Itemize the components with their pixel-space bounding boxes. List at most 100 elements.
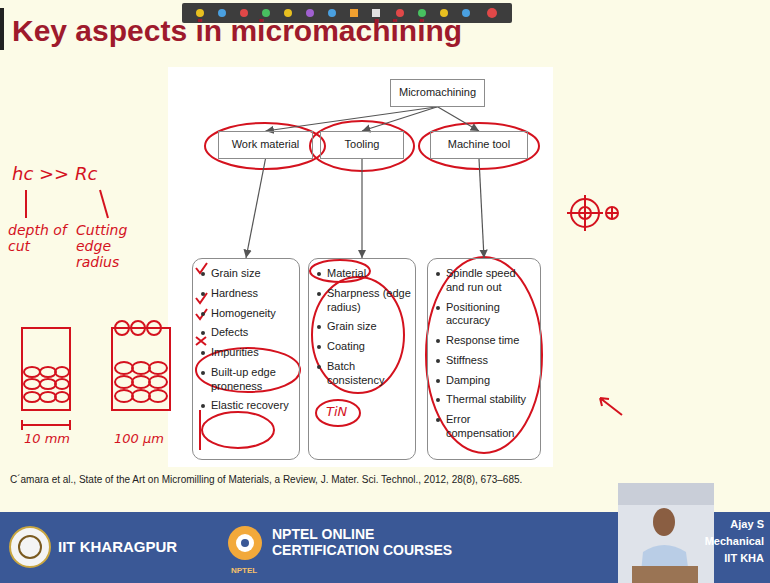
department: Mechanical	[705, 535, 764, 548]
red-annotation	[199, 410, 201, 450]
list-item: Elastic recovery	[211, 399, 295, 413]
handwritten-note: TiN	[326, 405, 347, 420]
box-label: Machine tool	[439, 138, 519, 152]
annotation-arrows	[25, 190, 27, 218]
tool-symbol	[606, 207, 618, 219]
grain-sketch	[115, 362, 133, 374]
red-annotation	[196, 263, 207, 273]
list-item: Homogeneity	[211, 307, 295, 321]
grain-sketch	[149, 390, 167, 402]
list-item: Built-up edge proneness	[211, 366, 295, 394]
diagram-panel	[168, 67, 553, 467]
connector-arrow	[361, 159, 362, 258]
grain-sketch	[149, 376, 167, 388]
list-item: Response time	[446, 334, 536, 348]
grain-sketch	[115, 376, 133, 388]
grain-sketch	[24, 379, 40, 389]
presenter-video	[618, 483, 714, 583]
grain-sketch	[24, 392, 40, 402]
tool-symbol	[567, 195, 603, 231]
list-item: Error compensation	[446, 413, 536, 441]
grain-sketch	[55, 367, 69, 377]
toolbar	[487, 8, 497, 18]
presenter-name: Ajay S	[730, 518, 764, 531]
nptel-logo	[228, 526, 262, 560]
connector-arrow	[438, 107, 479, 131]
grain-sketch	[22, 321, 170, 430]
attribute-list-box: Spindle speed and run outPositioning acc…	[427, 258, 541, 460]
grain-sketch	[112, 328, 170, 410]
list-item: Impurities	[211, 346, 295, 360]
category-box: Tooling	[320, 131, 404, 159]
institute-name: IIT KHARAGPUR	[58, 538, 177, 555]
grain-sketch	[22, 420, 70, 430]
box-label: Micromachining	[399, 86, 476, 100]
list-item: Grain size	[327, 320, 411, 334]
presenter-video	[653, 508, 675, 536]
list-item: Material	[327, 267, 411, 281]
grain-sketch	[24, 367, 40, 377]
list-item: Grain size	[211, 267, 295, 281]
grain-sketch	[22, 328, 70, 410]
connector-arrow	[479, 159, 484, 258]
red-annotation	[426, 257, 542, 453]
iit-logo	[10, 527, 50, 567]
logo-text: NPTEL	[231, 566, 257, 575]
grain-sketch	[132, 390, 150, 402]
grain-sketch	[40, 379, 56, 389]
diagram-panel	[168, 67, 553, 467]
grain-sketch	[131, 321, 145, 335]
category-box: Machine tool	[430, 131, 528, 159]
connector-arrow	[362, 107, 438, 131]
list-item: Hardness	[211, 287, 295, 301]
presenter-video	[632, 566, 698, 583]
course-banner: NPTEL ONLINE CERTIFICATION COURSES	[272, 526, 462, 558]
attribute-list-box: Grain sizeHardnessHomogeneityDefectsImpu…	[192, 258, 300, 460]
formula-note: hc >> Rc	[12, 164, 97, 185]
annotation-arrows	[100, 190, 108, 218]
category-box: Work material	[218, 131, 313, 159]
list-item: Coating	[327, 340, 411, 354]
presenter-video	[618, 483, 714, 505]
red-annotation	[196, 121, 542, 453]
list-item: Thermal stability	[446, 393, 536, 407]
nptel-logo	[236, 534, 254, 552]
red-annotation	[202, 412, 274, 448]
list-item: Sharpness (edge radius)	[327, 287, 411, 315]
list-item: Batch consistency	[327, 360, 411, 388]
toolbar	[462, 9, 470, 17]
list-item: Defects	[211, 326, 295, 340]
box-label: Tooling	[329, 138, 395, 152]
handwritten-note: Cutting edge radius	[76, 222, 154, 270]
grain-sketch	[147, 321, 161, 335]
left-bracket	[0, 8, 4, 50]
handwritten-note: depth of cut	[8, 222, 70, 254]
list-item: Positioning accuracy	[446, 301, 536, 329]
attribute-list-box: MaterialSharpness (edge radius) Grain siz…	[308, 258, 416, 460]
grain-sketch	[132, 376, 150, 388]
connector-arrow	[266, 107, 438, 131]
annotation-arrows	[26, 190, 622, 415]
list-item: Damping	[446, 374, 536, 388]
institute-name: IIT KHA	[724, 552, 764, 565]
tool-symbol	[606, 207, 618, 219]
citation: C´amara et al., State of the Art on Micr…	[10, 474, 522, 485]
annotation-arrows	[600, 398, 622, 415]
nptel-logo	[228, 526, 262, 560]
nptel-logo	[241, 539, 249, 547]
grain-sketch	[115, 321, 129, 335]
list-item: Spindle speed and run out	[446, 267, 536, 295]
root-box: Micromachining	[390, 79, 485, 107]
tool-symbol	[567, 195, 618, 231]
presenter-video	[618, 483, 714, 583]
grain-sketch	[55, 379, 69, 389]
list-item: Stiffness	[446, 354, 536, 368]
slide-title: Key aspects in micromachining	[12, 14, 462, 48]
grain-sketch	[55, 392, 69, 402]
left-bracket	[0, 8, 4, 50]
dimension: 10 mm	[24, 432, 70, 447]
connector-arrow	[246, 159, 266, 258]
grain-sketch	[40, 392, 56, 402]
